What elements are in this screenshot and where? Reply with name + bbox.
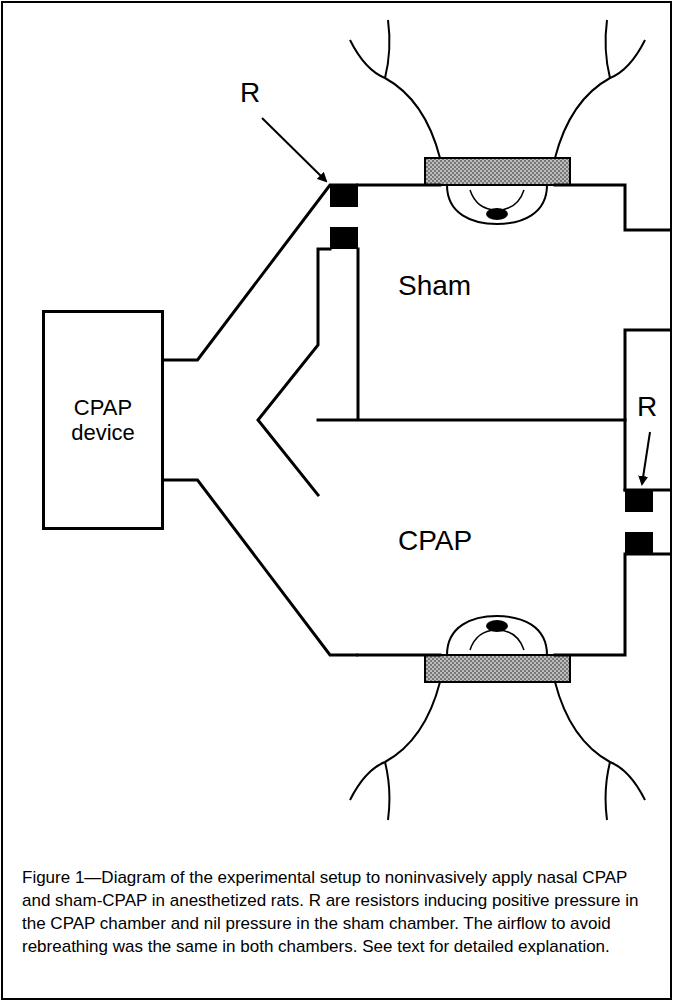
- device-label: CPAP device: [45, 395, 161, 446]
- chamber-region: Sham: [358, 185, 625, 420]
- chamber-label: Sham: [398, 270, 471, 302]
- tube-connector: [163, 185, 359, 360]
- figure-caption: Figure 1—Diagram of the experimental set…: [22, 866, 654, 958]
- chamber-label: CPAP: [398, 525, 472, 557]
- device-box: CPAP device: [42, 310, 164, 530]
- chamber-region: CPAP: [358, 420, 625, 655]
- resistor-label: R: [240, 78, 260, 109]
- tube-connector: [163, 480, 359, 655]
- resistor-label: R: [637, 392, 657, 423]
